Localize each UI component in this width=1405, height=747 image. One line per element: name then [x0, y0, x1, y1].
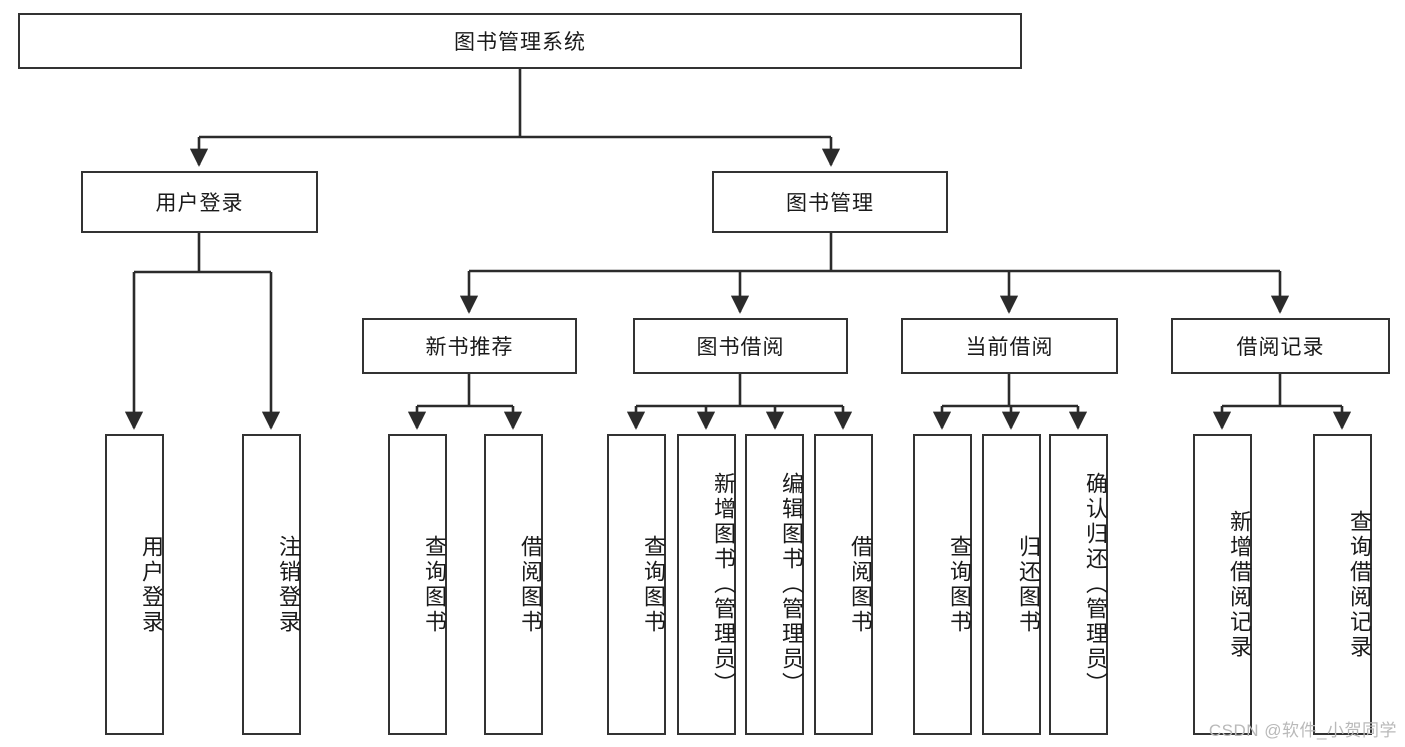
node-leaf-return-book[interactable]: 归还图书: [982, 434, 1041, 735]
node-borrow-record-label: 借阅记录: [1236, 336, 1325, 359]
node-leaf-query-book-recommend[interactable]: 查询图书: [388, 434, 447, 735]
node-leaf-user-login[interactable]: 用户登录: [105, 434, 164, 735]
node-root-label: 图书管理系统: [454, 31, 586, 54]
node-leaf-borrow-book-recommend-label: 借阅图书: [518, 534, 543, 635]
node-leaf-query-book-current[interactable]: 查询图书: [913, 434, 972, 735]
node-new-book-recommend-label: 新书推荐: [425, 336, 514, 359]
node-user-login[interactable]: 用户登录: [81, 171, 318, 233]
node-current-borrow-label: 当前借阅: [965, 336, 1054, 359]
node-leaf-add-book[interactable]: 新增图书（管理员）: [677, 434, 736, 735]
edge-group-new-book-recommend: [407, 374, 523, 430]
node-root[interactable]: 图书管理系统: [18, 13, 1022, 69]
edge-group-book-borrow: [626, 374, 853, 430]
node-book-manage-label: 图书管理: [786, 192, 874, 215]
node-borrow-record[interactable]: 借阅记录: [1171, 318, 1390, 374]
node-leaf-query-borrow-record[interactable]: 查询借阅记录: [1313, 434, 1372, 735]
node-leaf-borrow-book[interactable]: 借阅图书: [814, 434, 873, 735]
node-leaf-edit-book[interactable]: 编辑图书（管理员）: [745, 434, 804, 735]
node-book-manage[interactable]: 图书管理: [712, 171, 948, 233]
edge-group-current-borrow: [932, 374, 1088, 430]
node-book-borrow[interactable]: 图书借阅: [633, 318, 848, 374]
node-new-book-recommend[interactable]: 新书推荐: [362, 318, 577, 374]
node-leaf-confirm-return-label: 确认归还（管理员）: [1083, 472, 1108, 697]
node-leaf-query-book-current-label: 查询图书: [947, 534, 972, 635]
node-leaf-add-borrow-record[interactable]: 新增借阅记录: [1193, 434, 1252, 735]
watermark-text: CSDN @软件_小贺同学: [1208, 721, 1397, 740]
node-leaf-return-book-label: 归还图书: [1016, 534, 1041, 635]
node-leaf-query-book-recommend-label: 查询图书: [422, 534, 447, 635]
node-book-borrow-label: 图书借阅: [696, 336, 785, 359]
node-leaf-query-borrow-record-label: 查询借阅记录: [1347, 509, 1372, 660]
edge-group-user-login: [124, 233, 281, 430]
edge-group-book-manage: [459, 233, 1290, 314]
node-leaf-borrow-book-label: 借阅图书: [848, 534, 873, 635]
node-leaf-query-book-borrow[interactable]: 查询图书: [607, 434, 666, 735]
edge-group-root: [189, 69, 841, 167]
node-leaf-user-logout[interactable]: 注销登录: [242, 434, 301, 735]
node-leaf-confirm-return[interactable]: 确认归还（管理员）: [1049, 434, 1108, 735]
node-leaf-edit-book-label: 编辑图书（管理员）: [779, 472, 804, 697]
node-leaf-user-login-label: 用户登录: [139, 534, 164, 635]
node-user-login-label: 用户登录: [155, 192, 244, 215]
node-leaf-user-logout-label: 注销登录: [276, 534, 301, 635]
node-leaf-borrow-book-recommend[interactable]: 借阅图书: [484, 434, 543, 735]
node-leaf-add-book-label: 新增图书（管理员）: [711, 472, 736, 697]
node-leaf-query-book-borrow-label: 查询图书: [641, 534, 666, 635]
edge-group-borrow-record: [1212, 374, 1352, 430]
node-leaf-add-borrow-record-label: 新增借阅记录: [1227, 509, 1252, 660]
node-current-borrow[interactable]: 当前借阅: [901, 318, 1118, 374]
